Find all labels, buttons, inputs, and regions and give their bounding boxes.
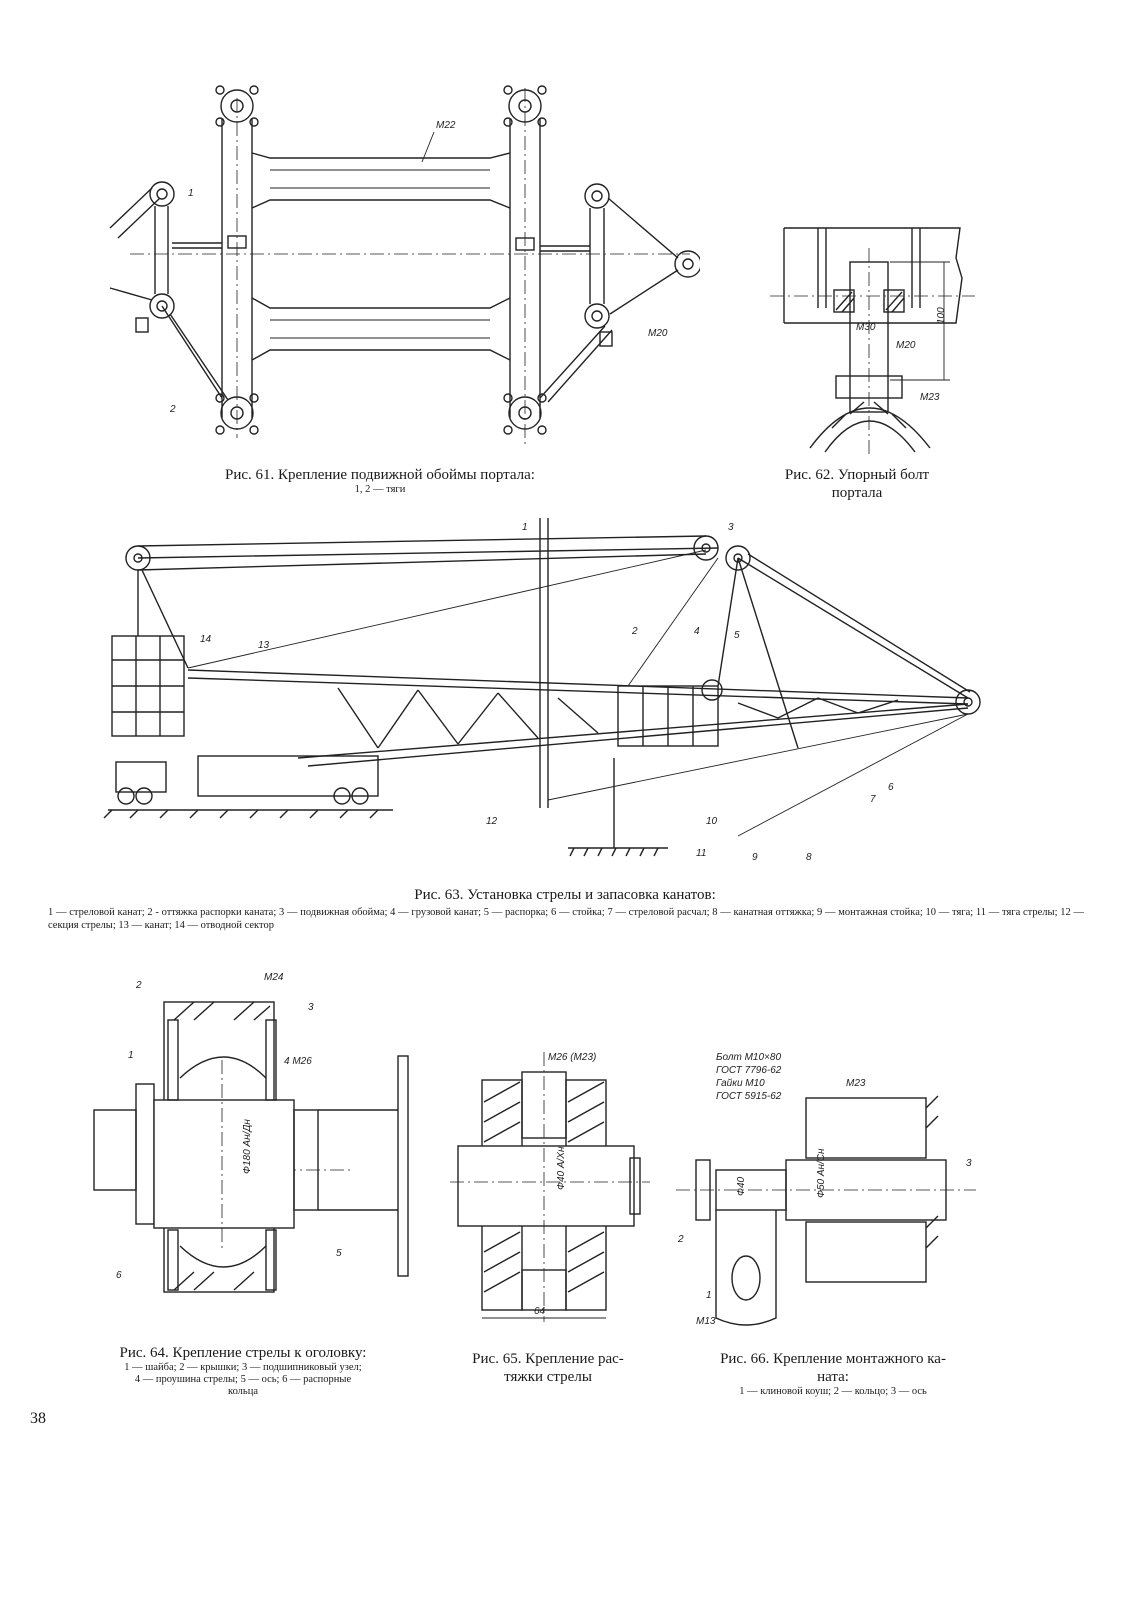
- fig63-label-14: 14: [200, 634, 212, 645]
- fig63-label-7: 7: [870, 794, 876, 805]
- figure-64-caption: Рис. 64. Крепление стрелы к оголовку: 1 …: [78, 1344, 408, 1398]
- fig64-label-5: 5: [336, 1248, 342, 1259]
- fig62-label-m23: М23: [920, 392, 940, 403]
- figure-62-caption: Рис. 62. Упорный болт портала: [752, 466, 962, 502]
- figure-64-legend-3: кольца: [228, 1386, 258, 1397]
- figure-66-drawing: Болт М10×80 ГОСТ 7796-62 Гайки М10 ГОСТ …: [676, 1048, 996, 1332]
- fig64-label-4m26: 4 М26: [284, 1056, 312, 1067]
- fig66-label-3: 3: [966, 1158, 972, 1169]
- fig61-label-2: 2: [169, 404, 176, 415]
- figure-63-drawing: 1 2 3 4 5 6 7 8 9 10 11 12 13 14: [98, 518, 998, 870]
- figure-64-title: Рис. 64. Крепление стрелы к оголовку:: [119, 1345, 367, 1361]
- figure-64-legend-1: 1 — шайба; 2 — крышки; 3 — подшипниковый…: [124, 1362, 362, 1373]
- fig61-label-1: 1: [188, 188, 194, 199]
- fig66-label-bolt: Болт М10×80: [716, 1052, 781, 1063]
- fig66-label-m13: М13: [696, 1316, 716, 1327]
- fig63-label-5: 5: [734, 630, 740, 641]
- fig61-label-m20: М20: [648, 328, 668, 339]
- fig62-label-m30: М30: [856, 322, 876, 333]
- fig63-label-11: 11: [696, 848, 706, 859]
- fig63-label-13: 13: [258, 640, 270, 651]
- fig63-label-2: 2: [631, 626, 638, 637]
- fig66-label-phi50: Ф50 Ан/Сн: [816, 1148, 827, 1198]
- figure-61-title: Рис. 61. Крепление подвижной обоймы порт…: [225, 467, 535, 483]
- fig64-label-1: 1: [128, 1050, 134, 1061]
- figure-61-legend: 1, 2 — тяги: [354, 484, 406, 495]
- figure-62-title-2: портала: [831, 485, 883, 501]
- figure-66-legend: 1 — клиновой коуш; 2 — кольцо; 3 — ось: [739, 1386, 927, 1397]
- fig66-label-gost-bolt: ГОСТ 7796-62: [716, 1065, 782, 1076]
- fig63-label-8: 8: [806, 852, 812, 863]
- fig66-label-1: 1: [706, 1290, 712, 1301]
- fig62-label-m20: М20: [896, 340, 916, 351]
- figure-66-title-2: ната:: [817, 1369, 849, 1385]
- fig66-label-gost-nut: ГОСТ 5915-62: [716, 1091, 782, 1102]
- figure-62-title-1: Рис. 62. Упорный болт: [784, 467, 930, 483]
- fig61-label-m22: М22: [436, 120, 456, 131]
- figure-66-title-1: Рис. 66. Крепление монтажного ка-: [720, 1351, 946, 1367]
- fig65-label-64: 64: [534, 1306, 546, 1317]
- fig63-label-1: 1: [522, 522, 528, 533]
- figure-65-drawing: М26 (М23) Ф40 А/Хн 64: [450, 1042, 650, 1332]
- fig63-label-10: 10: [706, 816, 718, 827]
- fig66-label-nut: Гайки М10: [716, 1078, 765, 1089]
- figure-63-caption: Рис. 63. Установка стрелы и запасовка ка…: [200, 886, 930, 904]
- figure-65-title-2: тяжки стрелы: [504, 1369, 592, 1385]
- fig63-label-3: 3: [728, 522, 734, 533]
- fig63-label-4: 4: [694, 626, 700, 637]
- figure-61-caption: Рис. 61. Крепление подвижной обоймы порт…: [160, 466, 600, 496]
- figure-65-caption: Рис. 65. Крепление рас- тяжки стрелы: [448, 1350, 648, 1386]
- figure-64-legend-2: 4 — проушина стрелы; 5 — ось; 6 — распор…: [134, 1374, 352, 1385]
- fig66-label-2: 2: [677, 1234, 684, 1245]
- figure-65-title-1: Рис. 65. Крепление рас-: [472, 1351, 624, 1367]
- figure-66-caption: Рис. 66. Крепление монтажного ка- ната: …: [688, 1350, 978, 1398]
- page-number: 38: [30, 1410, 46, 1427]
- fig65-label-phi40: Ф40 А/Хн: [556, 1146, 567, 1190]
- figure-63-legend: 1 — стреловой канат; 2 - оттяжка распорк…: [48, 907, 1084, 931]
- fig66-label-phi40: Ф40: [736, 1176, 747, 1196]
- fig64-label-phi180: Ф180 Ан/Дн: [242, 1119, 253, 1174]
- fig64-label-2: 2: [135, 980, 142, 991]
- fig63-label-6: 6: [888, 782, 894, 793]
- fig63-label-12: 12: [486, 816, 498, 827]
- figure-62-drawing: М30 М20 М23 100: [770, 218, 980, 466]
- fig64-label-m24: М24: [264, 972, 284, 983]
- figure-64-drawing: Ф180 Ан/Дн М24 4 М26 1 2 3 5 6: [84, 960, 424, 1332]
- fig65-label-m26: М26 (М23): [548, 1052, 596, 1063]
- fig66-label-m23: М23: [846, 1078, 866, 1089]
- fig63-label-9: 9: [752, 852, 758, 863]
- fig64-label-6: 6: [116, 1270, 122, 1281]
- figure-63-title: Рис. 63. Установка стрелы и запасовка ка…: [414, 887, 716, 903]
- figure-61-drawing: М22 М20 1 2: [100, 78, 700, 458]
- fig62-label-100: 100: [936, 307, 947, 324]
- fig64-label-3: 3: [308, 1002, 314, 1013]
